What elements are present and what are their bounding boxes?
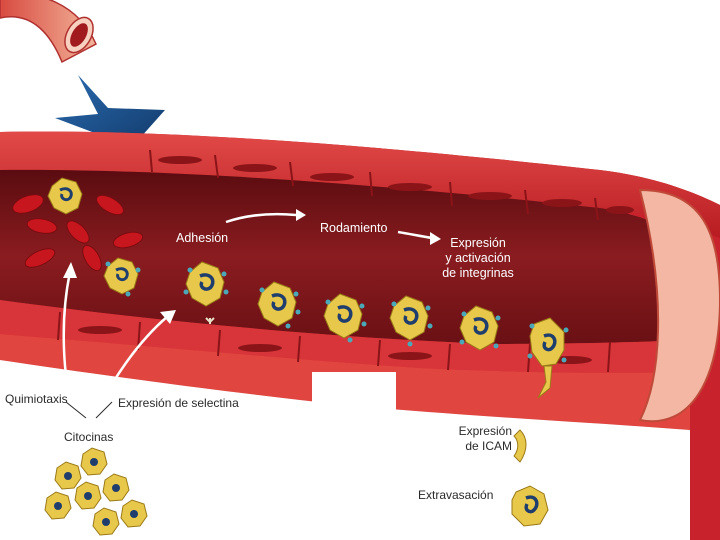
leukocytes bbox=[47, 177, 569, 399]
label-expresion-selectina: Expresión de selectina bbox=[118, 396, 239, 410]
label-expresion-integrinas: Expresión y activación de integrinas bbox=[436, 236, 520, 281]
label-expresion-integrinas-line1: Expresión bbox=[450, 236, 506, 250]
zoom-arrow-icon bbox=[55, 75, 165, 147]
label-adhesion: Adhesión bbox=[176, 231, 229, 245]
label-expresion-icam: Expresión de ICAM bbox=[448, 424, 512, 454]
label-citocinas: Citocinas bbox=[64, 430, 114, 444]
label-expresion-icam-line2: de ICAM bbox=[465, 439, 512, 453]
label-expresion-icam-line1: Expresión bbox=[458, 424, 512, 438]
cytokine-cells bbox=[44, 447, 148, 536]
label-rodamiento: Rodamiento bbox=[320, 221, 388, 235]
label-expresion-integrinas-line3: de integrinas bbox=[442, 266, 514, 280]
red-blood-cells bbox=[12, 194, 144, 272]
label-extravasacion: Extravasación bbox=[418, 488, 494, 502]
white-overlay-box bbox=[312, 372, 396, 420]
label-expresion-integrinas-line2: y activación bbox=[445, 251, 511, 265]
callout-lines bbox=[65, 401, 113, 419]
small-vessel-icon bbox=[0, 0, 97, 64]
extravasated-cells bbox=[511, 429, 549, 527]
label-quimiotaxis: Quimiotaxis bbox=[5, 392, 68, 406]
